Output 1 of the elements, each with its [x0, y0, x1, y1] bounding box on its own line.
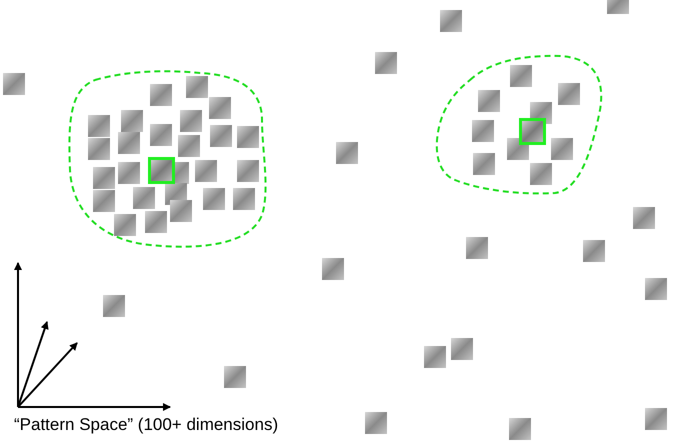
axis-caption: “Pattern Space” (100+ dimensions): [14, 414, 278, 436]
